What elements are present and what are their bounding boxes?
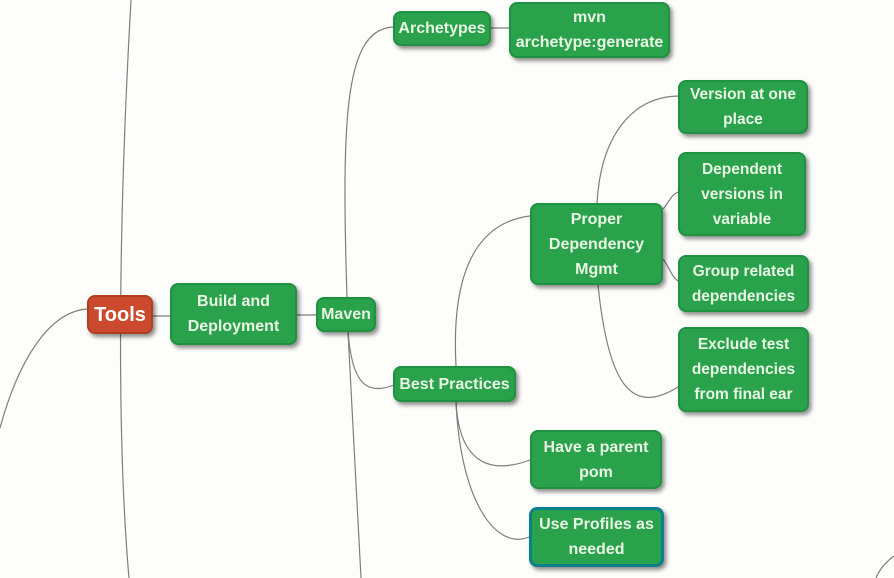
node-version-at-one-place[interactable]: Version at one place [678, 80, 808, 134]
edge-tools-offscreen-vertical [119, 0, 132, 578]
node-group-related-dependencies[interactable]: Group related dependencies [678, 255, 809, 312]
node-exclude-test-dependencies[interactable]: Exclude test dependencies from final ear [678, 327, 809, 412]
edge-offscreen-bottom-right [875, 555, 894, 578]
node-archetypes[interactable]: Archetypes [393, 11, 491, 46]
node-dependent-versions-in-variable[interactable]: Dependent versions in variable [678, 152, 806, 236]
edge-proper-dep-dependent-vers [662, 191, 679, 210]
edge-best-practices-proper-dep [454, 215, 531, 367]
edge-tools-offscreen-left [0, 308, 88, 429]
node-maven[interactable]: Maven [316, 297, 376, 332]
edge-maven-archetypes [344, 26, 394, 298]
edge-maven-best-practices [347, 331, 395, 390]
edge-best-practices-parent-pom [455, 401, 531, 467]
edge-proper-dep-version-place [596, 95, 679, 204]
node-proper-dependency-mgmt[interactable]: Proper Dependency Mgmt [530, 203, 663, 285]
edge-proper-dep-group-related [662, 258, 679, 282]
node-use-profiles-as-needed[interactable]: Use Profiles as needed [529, 507, 664, 567]
node-tools[interactable]: Tools [87, 295, 153, 334]
node-mvn-archetype-generate[interactable]: mvn archetype:generate [509, 2, 670, 58]
edge-maven-offscreen-bottom [347, 331, 362, 578]
node-build-and-deployment[interactable]: Build and Deployment [170, 283, 297, 345]
edge-proper-dep-exclude-test [597, 284, 679, 398]
edge-best-practices-use-profiles [455, 401, 530, 540]
node-have-a-parent-pom[interactable]: Have a parent pom [530, 430, 662, 489]
node-best-practices[interactable]: Best Practices [393, 366, 516, 402]
